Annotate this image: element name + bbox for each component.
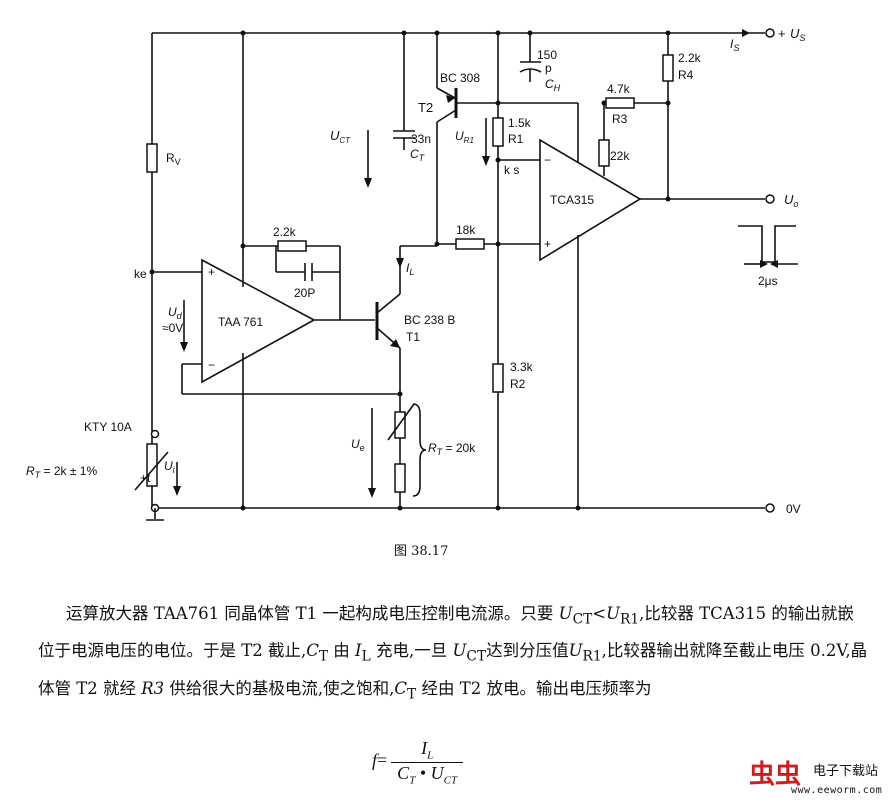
arrow-ue [368,408,376,498]
opamp-taa761 [201,258,316,384]
circuit-schematic: + US IS 0V Uo 2μs 150 p CH 2.2k R4 4.7k … [26,26,805,521]
transistor-t2 [436,33,578,246]
label-il: IL [406,261,414,277]
ground-rail [152,503,775,513]
label-supply: US [790,26,805,43]
label-ground: 0V [786,502,801,516]
node-upper-terminal [150,429,160,439]
capacitor-ch [519,33,542,82]
label-r2-name: R2 [510,377,526,391]
comparator-tca315 [539,138,642,262]
label-temp: +t [140,471,151,485]
label-t2-type: BC 308 [440,71,480,85]
logo-mark: 虫虫 [749,760,802,790]
label-22k: 22k [610,149,630,163]
label-ud: Ud [168,305,183,321]
figure-caption: 图 38.17 [394,544,449,559]
output-terminal [640,194,775,204]
label-r4-value: 2.2k [678,51,702,65]
label-output: Uo [784,192,798,209]
label-pulse-width: 2μs [758,274,778,288]
label-r3-value: 4.7k [607,82,631,96]
label-opamp-plus: + [208,265,215,279]
label-t2-name: T2 [418,100,433,115]
supply-rail [152,28,775,38]
label-ke: ke [134,267,147,281]
label-opamp-minus: − [208,358,215,372]
arrow-ui [173,462,181,496]
label-uct: UCT [330,128,351,145]
label-opamp: TAA 761 [218,315,263,329]
capacitor-20p [275,246,340,281]
site-logo[interactable]: 虫虫 电子下载站 www.eeworm.com [745,752,893,802]
label-ur1: UR1 [455,129,474,145]
description-paragraph: 运算放大器 TAA761 同晶体管 T1 一起构成电压控制电流源。只要 UCT<… [38,604,868,702]
label-r2-value: 3.3k [510,360,534,374]
label-comp-minus: − [544,153,551,167]
resistor-2k2-feedback [243,240,341,320]
label-ct-value: 33n [411,132,431,146]
resistor-r4 [662,33,674,199]
label-ue: Ue [351,437,365,453]
label-20p: 20P [294,286,315,300]
label-rv: RV [166,151,181,167]
label-supply-plus: + [778,26,786,41]
arrow-ur1 [482,118,490,166]
label-r1-name: R1 [508,132,524,146]
label-ct-name: CT [410,147,426,163]
label-ui: Ui [164,459,176,475]
label-ud-value: ≈0V [162,321,183,335]
resistor-rv [146,33,158,444]
wire-inverting-feedback [181,363,400,395]
label-sensor: KTY 10A [84,420,132,434]
resistor-r2 [492,363,504,508]
capacitor-ct [393,33,415,150]
label-r4-name: R4 [678,68,694,82]
junctions [149,30,671,511]
resistor-r1 [492,33,504,364]
resistor-22k [598,103,610,176]
output-pulse-waveform [738,225,798,268]
label-ks: k s [504,163,519,177]
logo-url: www.eeworm.com [791,785,883,796]
arrow-ud [180,300,188,352]
resistor-r3 [605,97,668,109]
ground-symbol [146,508,164,521]
sensor-kty10a [134,443,169,508]
arrow-uct [364,130,372,188]
label-ch-name: CH [545,77,561,93]
label-supply-current: IS [730,37,739,53]
resistor-18k [437,238,540,250]
label-comp-plus: + [544,237,551,251]
label-ch-unit: p [545,61,552,75]
resistor-rt-20k [387,403,427,508]
arrow-il [396,258,404,268]
label-r1-value: 1.5k [508,116,532,130]
label-2k2: 2.2k [273,225,297,239]
label-t1-name: T1 [406,330,420,344]
label-rt-spec: RT = 2k ± 1% [26,464,97,480]
transistor-t1 [375,246,401,412]
logo-name: 电子下载站 [813,764,879,779]
label-ch-value: 150 [537,48,557,62]
label-rt-20k: RT = 20k [428,441,476,457]
label-18k: 18k [456,223,476,237]
label-t1-type: BC 238 B [404,313,455,327]
label-r3-name: R3 [612,112,628,126]
label-comparator: TCA315 [550,193,594,207]
